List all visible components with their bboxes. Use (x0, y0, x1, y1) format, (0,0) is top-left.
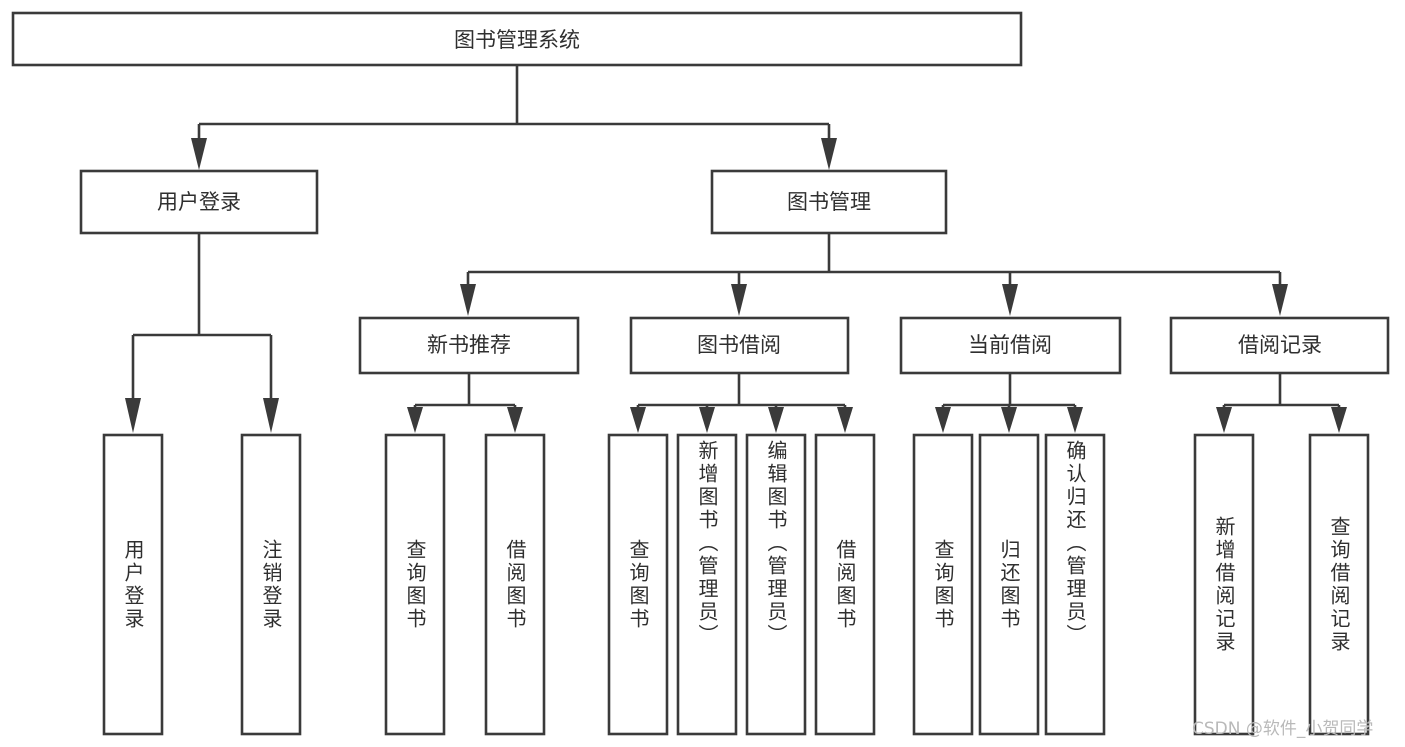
arrow-head-leaf-bb-3 (837, 407, 853, 433)
node-label-borrow-record: 借阅记录 (1238, 333, 1322, 357)
node-box-book-borrow[interactable] (629, 316, 850, 375)
node-box-root[interactable] (11, 11, 1023, 67)
node-label-current-borrow: 当前借阅 (968, 333, 1052, 357)
node-box-borrow-record[interactable] (1169, 316, 1390, 375)
leaf-box-user-login-1[interactable] (240, 433, 302, 736)
arrow-head-new-book-rec (460, 284, 476, 316)
leaf-box-user-login-0[interactable] (102, 433, 164, 736)
arrow-head-leaf-cb-2 (1067, 407, 1083, 433)
node-box-new-book-rec[interactable] (358, 316, 580, 375)
node-label-user-login: 用户登录 (157, 190, 241, 214)
arrow-head-leaf-nbr-0 (407, 407, 423, 433)
arrow-head-leaf-ul-1 (263, 398, 279, 433)
arrow-head-leaf-cb-1 (1001, 407, 1017, 433)
arrow-head-current-borrow (1002, 284, 1018, 316)
leaf-box-borrow-record-1[interactable] (1308, 433, 1370, 736)
arrow-head-leaf-nbr-1 (507, 407, 523, 433)
arrow-head-book-borrow (731, 284, 747, 316)
arrow-head-leaf-cb-0 (935, 407, 951, 433)
leaf-box-book-borrow-2[interactable] (745, 433, 807, 736)
node-label-new-book-rec: 新书推荐 (427, 333, 511, 357)
arrow-head-user-login (191, 138, 207, 170)
leaf-box-book-borrow-1[interactable] (676, 433, 738, 736)
leaf-box-current-borrow-0[interactable] (912, 433, 974, 736)
arrow-head-leaf-br-1 (1331, 407, 1347, 433)
node-box-current-borrow[interactable] (899, 316, 1122, 375)
node-box-book-manage[interactable] (710, 169, 948, 235)
watermark-text: CSDN @软件_小贺同学 (1192, 719, 1374, 739)
leaf-box-current-borrow-1[interactable] (978, 433, 1040, 736)
leaf-box-new-book-rec-1[interactable] (484, 433, 546, 736)
arrow-head-leaf-ul-0 (125, 398, 141, 433)
arrow-head-borrow-record (1272, 284, 1288, 316)
leaf-box-current-borrow-2[interactable] (1044, 433, 1106, 736)
leaf-box-borrow-record-0[interactable] (1193, 433, 1255, 736)
arrow-head-leaf-bb-2 (768, 407, 784, 433)
leaf-box-new-book-rec-0[interactable] (384, 433, 446, 736)
leaf-box-book-borrow-0[interactable] (607, 433, 669, 736)
arrow-head-leaf-br-0 (1216, 407, 1232, 433)
node-label-root: 图书管理系统 (454, 28, 580, 52)
arrow-head-leaf-bb-1 (699, 407, 715, 433)
arrow-head-book-manage (821, 138, 837, 170)
node-label-book-manage: 图书管理 (787, 190, 871, 214)
arrow-head-leaf-bb-0 (630, 407, 646, 433)
leaf-box-book-borrow-3[interactable] (814, 433, 876, 736)
node-label-book-borrow: 图书借阅 (697, 333, 781, 357)
